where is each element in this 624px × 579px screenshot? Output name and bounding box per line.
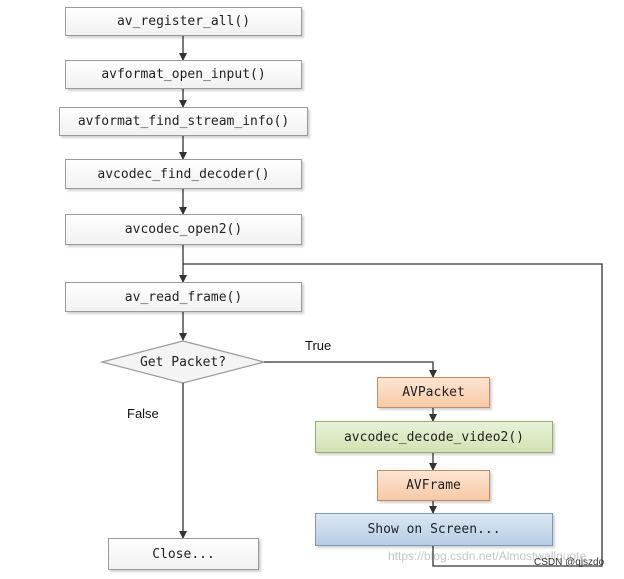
node-show-on-screen: Show on Screen... xyxy=(315,513,553,546)
node-close: Close... xyxy=(108,538,259,570)
arrow-true-to-avpacket xyxy=(264,361,437,378)
node-avpacket: AVPacket xyxy=(377,377,490,408)
csdn-credit: CSDN @qjszdo xyxy=(534,557,605,568)
edge-label-true: True xyxy=(305,338,332,353)
node-avcodec-find-decoder: avcodec_find_decoder() xyxy=(65,159,302,189)
node-avframe: AVFrame xyxy=(377,470,490,501)
edge-label-false: False xyxy=(127,406,159,421)
blog-watermark: https://blog.csdn.net/Almostwallquote xyxy=(388,549,587,563)
node-avcodec-decode-video2: avcodec_decode_video2() xyxy=(315,421,553,453)
node-avcodec-open2: avcodec_open2() xyxy=(65,214,302,245)
node-get-packet-label: Get Packet? xyxy=(139,354,227,370)
node-av-read-frame: av_read_frame() xyxy=(65,282,302,312)
node-avformat-open-input: avformat_open_input() xyxy=(65,60,302,89)
node-av-register-all: av_register_all() xyxy=(65,7,302,36)
loop-back-connector xyxy=(183,263,603,567)
node-avformat-find-stream-info: avformat_find_stream_info() xyxy=(59,107,308,136)
